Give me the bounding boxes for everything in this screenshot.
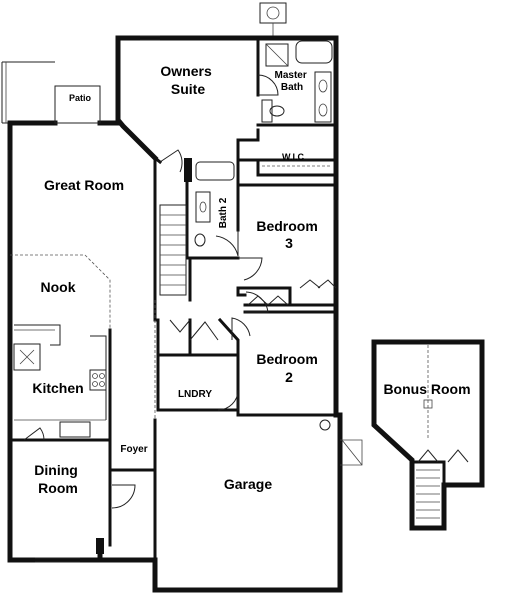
bonus-attic-hatch: [423, 399, 433, 409]
sink-icon: [318, 103, 328, 117]
vanity: [314, 71, 332, 123]
wall-master-bath-north-east: [269, 35, 339, 183]
bathtub: [295, 40, 333, 64]
patio-slab: [54, 85, 101, 124]
kitchen-label: Kitchen: [32, 380, 83, 396]
nook-label: Nook: [41, 279, 76, 295]
roof-vent-icon: [266, 6, 280, 20]
window-dining: [7, 480, 13, 520]
doors: [23, 74, 337, 509]
bonus-room-walls: [371, 339, 485, 531]
laundry-label: LNDRY: [178, 389, 212, 400]
bonus-room-label: Bonus Room: [383, 381, 470, 397]
wall-garage: [152, 412, 343, 593]
toilet-tank: [261, 99, 273, 123]
wall-foyer-front: [107, 557, 158, 593]
water-heater-icon: [319, 419, 331, 431]
roof-vent: [259, 2, 287, 24]
bonus-stairs: [416, 469, 440, 519]
bath2-sink-icon: [199, 201, 207, 213]
wall-bedroom3-south: [236, 286, 338, 307]
kitchen-fixtures: [13, 324, 107, 438]
window-dining-front: [35, 557, 80, 563]
bonus-doors: [417, 449, 469, 463]
shower-line: [265, 43, 289, 67]
garage-side-step: [340, 439, 363, 466]
wall-closet-corner: [236, 286, 247, 297]
shower: [265, 43, 289, 67]
master-bath-label: Master Bath: [274, 70, 309, 93]
wall-garage-north: [156, 408, 342, 417]
toilet-icon: [269, 105, 285, 117]
wall-kitchen-south: [8, 328, 112, 442]
window-owners: [140, 35, 160, 41]
window-bedroom2: [333, 320, 339, 340]
bath2-toilet-icon: [194, 233, 206, 247]
wic-label: W.I.C: [282, 152, 304, 162]
bath2-tub: [195, 161, 235, 181]
wall-owners-east: [236, 36, 260, 162]
patio-roof-outline: [1, 61, 55, 124]
wall-owners-west: [115, 35, 159, 162]
nook-bay: [10, 254, 111, 330]
dining-room-label: Dining Room: [34, 462, 81, 496]
foyer-column: [96, 538, 104, 554]
wall-wic-south: [256, 158, 338, 177]
bath2-label: Bath 2: [218, 197, 229, 228]
bedroom2-label: Bedroom 2: [256, 351, 321, 385]
great-room-label: Great Room: [44, 177, 124, 193]
wall-laundry: [156, 318, 240, 412]
patio-label: Patio: [69, 93, 92, 103]
main-stairs: [159, 204, 187, 296]
window-great-room: [7, 150, 13, 190]
owners-suite-label: Owners Suite: [160, 63, 215, 97]
bath2-vanity: [195, 191, 211, 223]
garage-label: Garage: [224, 476, 272, 492]
foyer-label: Foyer: [120, 444, 147, 455]
sink-icon: [318, 79, 328, 93]
window-bedroom3: [333, 200, 339, 220]
bath2-wall-column: [184, 158, 192, 182]
garage-side-step-line: [341, 439, 363, 466]
bedroom3-label: Bedroom 3: [256, 218, 321, 251]
